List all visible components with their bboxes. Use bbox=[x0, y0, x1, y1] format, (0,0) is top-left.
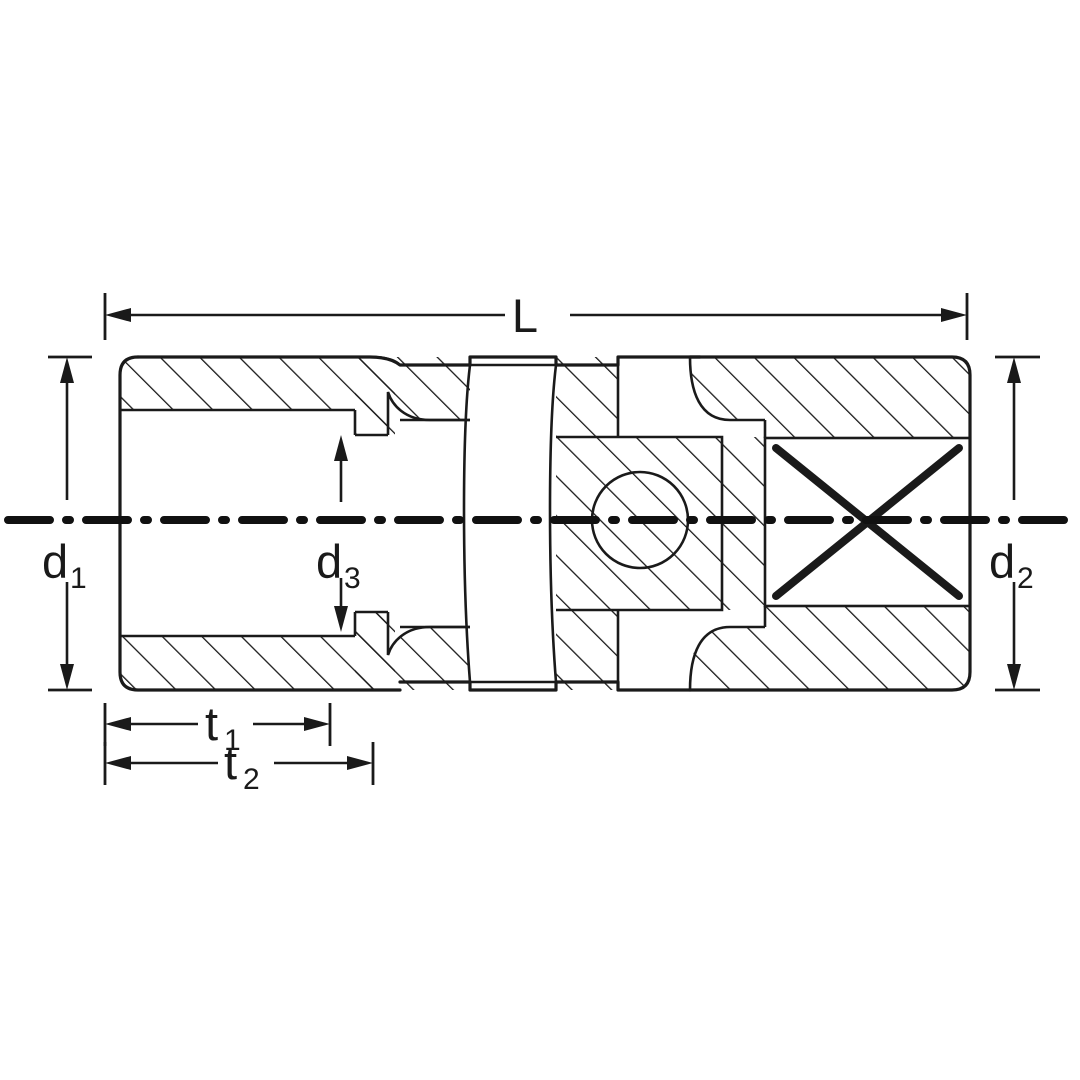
hatch-neck-lower bbox=[556, 610, 618, 690]
dimension-label-t2: t bbox=[224, 736, 237, 789]
arrowhead-d2-bottom bbox=[1007, 664, 1021, 690]
yoke-left-curve bbox=[462, 364, 472, 683]
dimension-depth-t2: t 2 bbox=[103, 736, 375, 796]
socket-outer-bottom bbox=[398, 680, 692, 692]
arrowhead-d3-top bbox=[334, 435, 348, 461]
dimension-subscript-t2: 2 bbox=[243, 763, 260, 796]
dimension-label-d1: d bbox=[42, 535, 68, 588]
yoke-right-curve bbox=[548, 364, 558, 683]
dimension-label-L: L bbox=[512, 289, 538, 342]
arrowhead-t2-left bbox=[105, 756, 131, 770]
hatch-neck-upper bbox=[556, 357, 618, 437]
arrowhead-d3-bottom bbox=[334, 606, 348, 632]
dimension-diameter-d3: d 3 bbox=[316, 435, 361, 632]
dimension-subscript-d3: 3 bbox=[344, 562, 361, 595]
dimension-label-d3: d bbox=[316, 535, 342, 588]
arrowhead-d2-top bbox=[1007, 357, 1021, 383]
section-hatching-group bbox=[118, 357, 970, 690]
arrowhead-t2-right bbox=[347, 756, 373, 770]
dimension-length-L: L bbox=[103, 289, 969, 342]
dimension-subscript-t1: 1 bbox=[224, 724, 241, 757]
arrowhead-L-left bbox=[105, 308, 131, 322]
dimension-label-d2: d bbox=[989, 535, 1015, 588]
arrowhead-L-right bbox=[941, 308, 967, 322]
socket-left-end-outline bbox=[118, 355, 402, 692]
drive-waist-curve-top bbox=[688, 356, 765, 422]
arrowhead-t1-right bbox=[304, 717, 330, 731]
dimension-diameter-d2: d 2 bbox=[989, 355, 1040, 692]
dimension-subscript-d1: 1 bbox=[70, 562, 87, 595]
dimension-depth-t1: t 1 bbox=[103, 697, 332, 757]
drive-waist-curve-bottom bbox=[688, 625, 765, 691]
arrowhead-d1-bottom bbox=[60, 664, 74, 690]
arrowhead-t1-left bbox=[105, 717, 131, 731]
dimension-diameter-d1: d 1 bbox=[42, 355, 92, 692]
dimension-subscript-d2: 2 bbox=[1017, 562, 1034, 595]
dimension-label-t1: t bbox=[205, 697, 218, 750]
arrowhead-d1-top bbox=[60, 357, 74, 383]
socket-shoulder-top bbox=[369, 355, 401, 366]
